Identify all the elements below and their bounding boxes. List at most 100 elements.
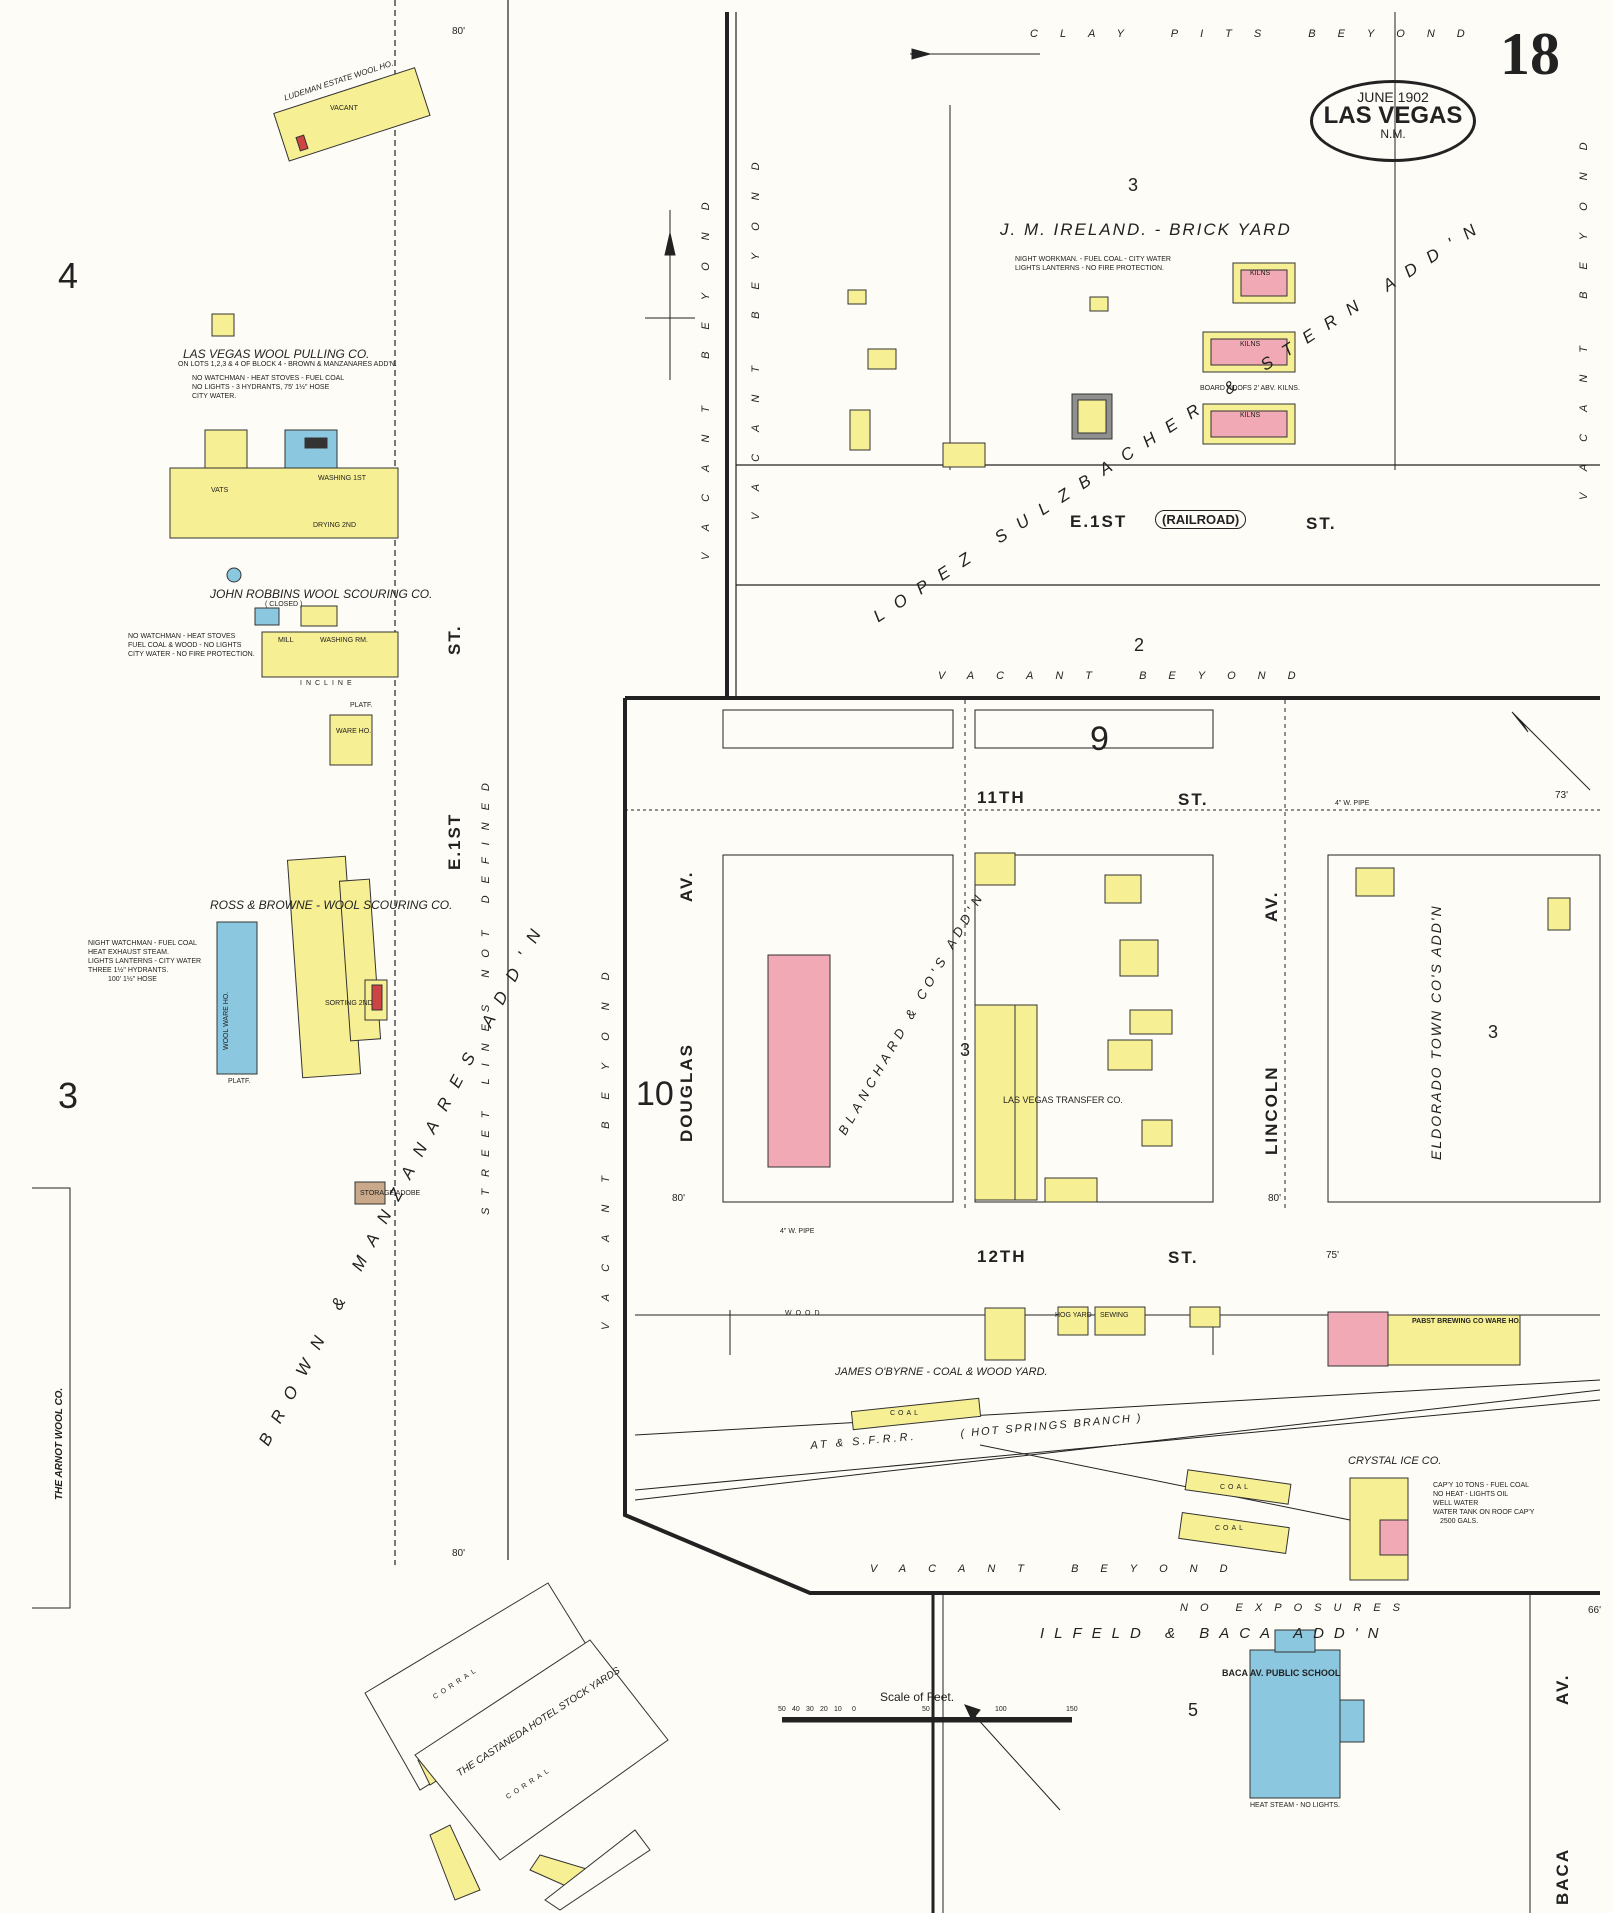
crystal-note-4: WATER TANK ON ROOF CAP'Y	[1433, 1509, 1535, 1516]
brick-row	[767, 954, 831, 1168]
ross-note-3: LIGHTS LANTERNS - CITY WATER	[88, 958, 202, 965]
buildings	[169, 67, 1571, 1799]
robbins-closed: ( CLOSED )	[265, 601, 303, 608]
note-no-exposures: NO EXPOSURES	[1180, 1602, 1413, 1614]
width-75-12th: 75'	[1326, 1250, 1340, 1261]
mill-label: MILL	[278, 637, 294, 644]
platform-label: PLATF.	[350, 702, 373, 709]
scale-tick-50: 50	[922, 1706, 930, 1713]
block-5: 5	[1188, 1700, 1199, 1720]
scale-tick-30: 30	[806, 1706, 814, 1713]
ireland-label: J. M. IRELAND. - BRICK YARD	[1000, 220, 1292, 239]
kiln-3-label: KILNS	[1240, 412, 1261, 419]
street-lincoln-av: AV.	[1262, 890, 1281, 922]
note-clay-pits: CLAY PITS BEYOND	[1030, 28, 1487, 40]
coal-3-label: COAL	[1215, 1525, 1247, 1532]
scale-tick-0: 0	[852, 1706, 856, 1713]
wool-pulling-small	[211, 313, 235, 337]
addition-ilfeld-baca: ILFELD & BACA ADD'N	[1040, 1625, 1389, 1642]
wool-warehouse-label: WOOL WARE HO.	[223, 991, 230, 1050]
robbins-note-2: FUEL COAL & WOOD - NO LIGHTS	[128, 642, 242, 649]
school-note: HEAT STEAM - NO LIGHTS.	[1250, 1802, 1340, 1809]
school-label: BACA AV. PUBLIC SCHOOL	[1222, 1668, 1341, 1678]
wool-pulling-main	[169, 467, 399, 539]
width-80-top: 80'	[452, 26, 466, 37]
scale-label: Scale of Feet.	[880, 1690, 955, 1704]
width-80-lincoln: 80'	[1268, 1193, 1282, 1204]
coal-shed-3	[1178, 1512, 1290, 1554]
ross-note-1: NIGHT WATCHMAN - FUEL COAL	[88, 940, 197, 947]
title-cartouche: JUNE 1902 LAS VEGAS N.M.	[1310, 80, 1476, 162]
crystal-label: CRYSTAL ICE CO.	[1348, 1455, 1442, 1467]
block-2: 2	[1134, 635, 1145, 655]
railroad-label: (RAILROAD)	[1155, 510, 1247, 529]
width-80-bottom: 80'	[452, 1548, 466, 1559]
street-e1st-railroad: E.1ST	[1070, 512, 1128, 531]
storage-label: STORAGE ADOBE	[360, 1190, 421, 1197]
wool-pulling-label: LAS VEGAS WOOL PULLING CO.	[183, 347, 370, 361]
city-name: LAS VEGAS	[1323, 102, 1463, 129]
washing-room-label: WASHING RM.	[320, 637, 368, 644]
pipe-label-1: 4" W. PIPE	[780, 1228, 815, 1235]
street-e1st-vertical-st: ST.	[445, 624, 464, 655]
block-3-left: 3	[58, 1075, 79, 1116]
pabst-warehouse	[1327, 1311, 1389, 1367]
scale-tick-100: 100	[995, 1706, 1007, 1713]
ross-note-4: THREE 1½" HYDRANTS.	[88, 967, 169, 974]
block-4: 4	[58, 255, 79, 296]
scale-tick-50-left: 50	[778, 1706, 786, 1713]
street-11th: 11TH	[977, 788, 1026, 807]
street-douglas-av: AV.	[677, 870, 696, 902]
ireland-note-1: NIGHT WORKMAN. - FUEL COAL - CITY WATER	[1015, 256, 1171, 263]
scale-bar	[782, 1717, 1072, 1723]
robbins-main	[261, 631, 399, 678]
note-vacant-3: VACANT BEYOND	[938, 670, 1318, 682]
crystal-note-5: 2500 GALS.	[1440, 1518, 1479, 1525]
street-12th-st: ST.	[1168, 1248, 1199, 1267]
crystal-note-1: CAP'Y 10 TONS - FUEL COAL	[1433, 1482, 1530, 1489]
sheet-date: JUNE 1902	[1357, 89, 1429, 105]
pipe-label-2: 4" W. PIPE	[1335, 800, 1370, 807]
coal-2-label: COAL	[1220, 1484, 1252, 1491]
obyrne-label: JAMES O'BYRNE - COAL & WOOD YARD.	[835, 1366, 1048, 1378]
street-e1st-railroad-st: ST.	[1306, 514, 1337, 533]
block-10: 10	[636, 1075, 674, 1113]
note-vacant-1: VACANT BEYOND	[700, 180, 712, 560]
street-12th: 12TH	[977, 1247, 1027, 1266]
platform-label-2: PLATF.	[228, 1078, 251, 1085]
block-3-right: 3	[1488, 1022, 1499, 1042]
transfer-barn	[974, 1004, 1016, 1201]
ross-note-2: HEAT EXHAUST STEAM.	[88, 949, 169, 956]
block-3-mid: 3	[960, 1040, 971, 1060]
public-school	[1249, 1649, 1341, 1799]
drying-label: DRYING 2ND	[313, 522, 357, 529]
ludeman-wool-house	[273, 67, 431, 162]
block-3-top: 3	[1128, 175, 1139, 195]
obyrne-shed	[984, 1307, 1026, 1361]
note-vacant-2: VACANT BEYOND	[750, 140, 762, 520]
block-9: 9	[1090, 720, 1109, 758]
board-roofs-label: BOARD ROOFS 2' ABV. KILNS.	[1200, 385, 1300, 392]
stock-yards	[364, 1582, 669, 1911]
sorting-label: SORTING 2ND	[325, 1000, 373, 1007]
state-name: N.M.	[1380, 127, 1406, 141]
crystal-note-3: WELL WATER	[1433, 1500, 1479, 1507]
scale-tick-10: 10	[834, 1706, 842, 1713]
kiln-2-label: KILNS	[1240, 341, 1261, 348]
width-73: 73'	[1555, 790, 1569, 801]
wool-pulling-note-1: NO WATCHMAN - HEAT STOVES - FUEL COAL	[192, 375, 345, 382]
pabst-label: PABST BREWING CO WARE HO.	[1412, 1318, 1521, 1325]
width-66: 66'	[1588, 1605, 1602, 1616]
street-lines	[32, 0, 1601, 1913]
note-arnot-wool: THE ARNOT WOOL CO.	[54, 1387, 65, 1500]
ludeman-sub: VACANT	[330, 105, 358, 112]
ireland-note-2: LIGHTS LANTERNS - NO FIRE PROTECTION.	[1015, 265, 1164, 272]
robbins-note-1: NO WATCHMAN - HEAT STOVES	[128, 633, 236, 640]
wood-label: WOOD	[785, 1310, 824, 1317]
ross-browne-label: ROSS & BROWNE - WOOL SCOURING CO.	[210, 898, 453, 912]
coal-shed-1	[850, 1397, 982, 1431]
sheet-number: 18	[1500, 21, 1560, 87]
wool-pulling-sub: ON LOTS 1,2,3 & 4 OF BLOCK 4 - BROWN & M…	[178, 361, 397, 368]
scale-tick-20: 20	[820, 1706, 828, 1713]
incline-label: INCLINE	[300, 680, 356, 687]
